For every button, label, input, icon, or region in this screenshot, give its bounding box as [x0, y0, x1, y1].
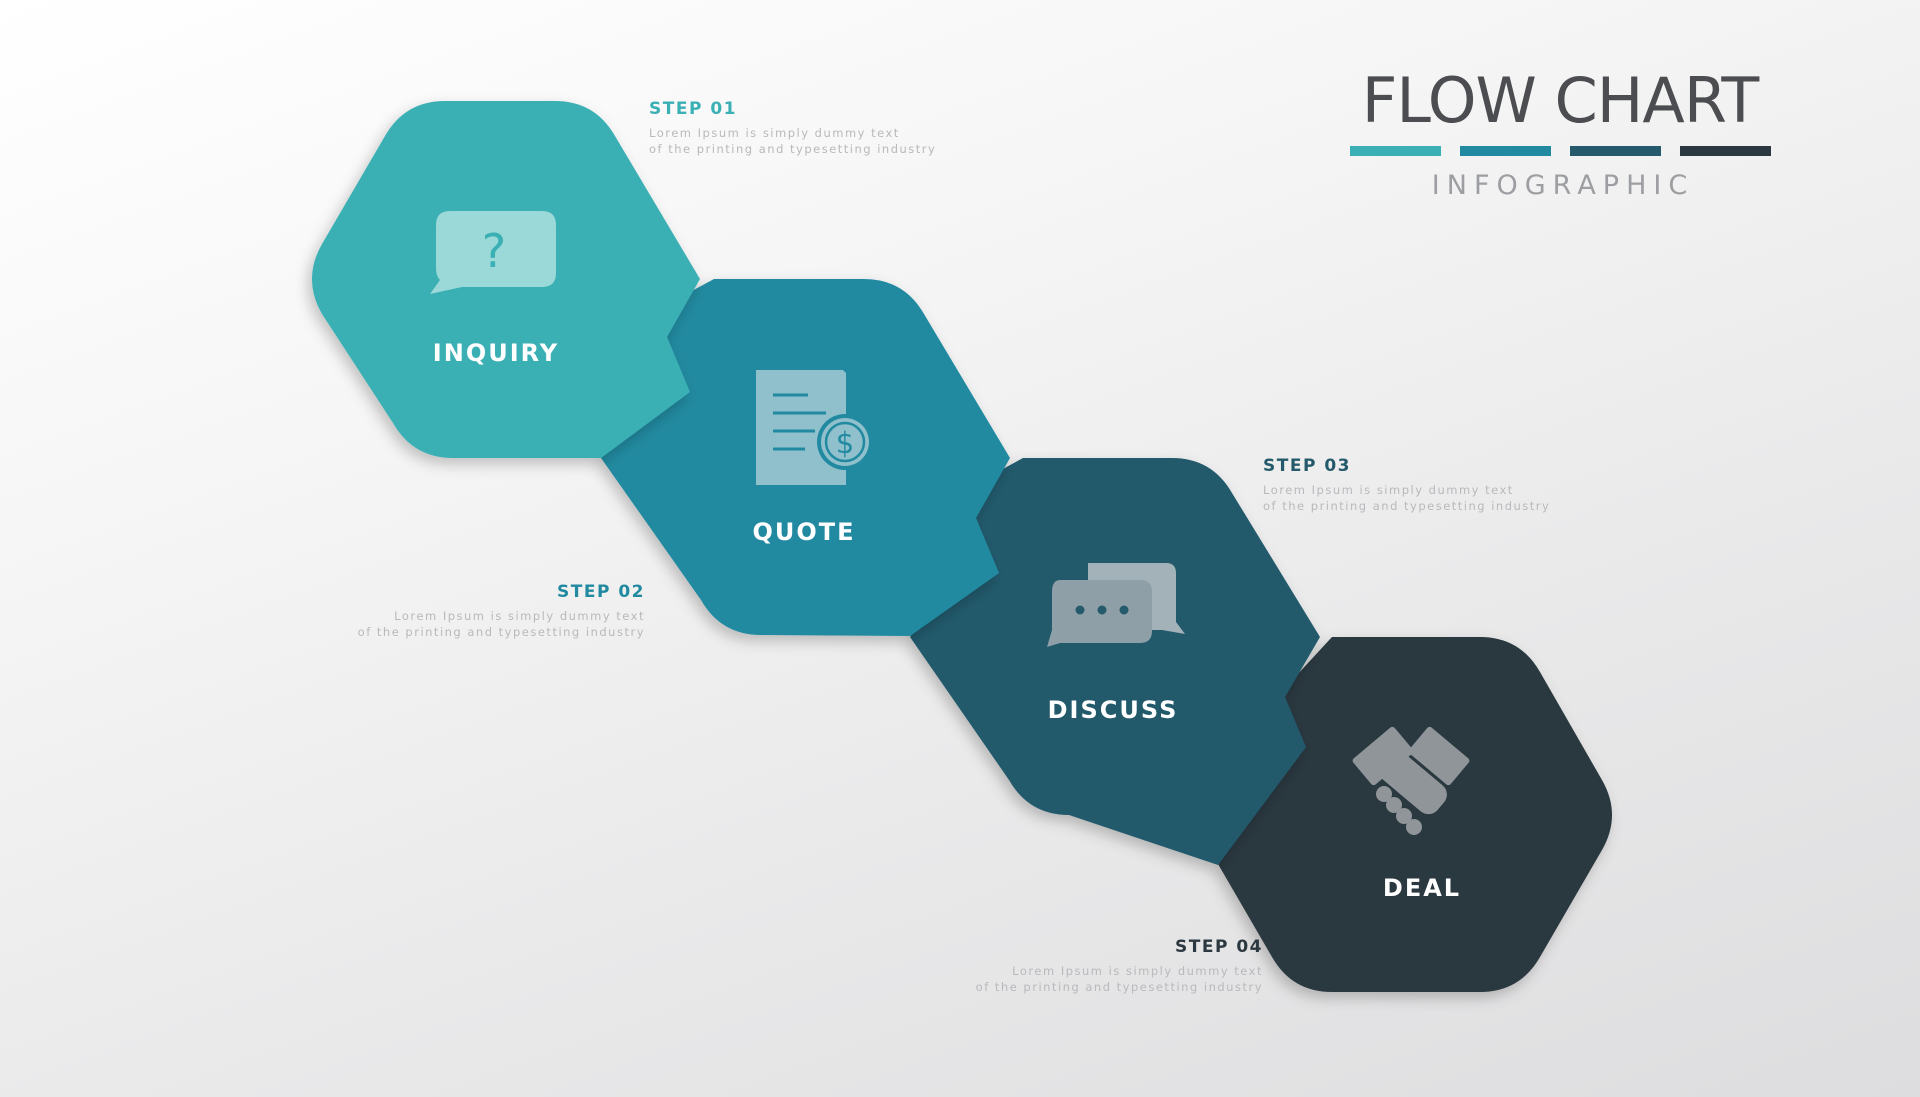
page-title: FLOW CHART: [1361, 64, 1760, 137]
svg-text:?: ?: [482, 224, 506, 278]
invoice-dollar-icon: $: [756, 370, 873, 485]
question-bubble-icon: ?: [430, 211, 556, 294]
step-2-caption: STEP 02 Lorem Ipsum is simply dummy text…: [305, 582, 645, 640]
step-4-caption: STEP 04 Lorem Ipsum is simply dummy text…: [923, 937, 1263, 995]
step-4-hexagon: [1218, 637, 1612, 992]
svg-text:$: $: [836, 426, 854, 460]
step-3-number: STEP 03: [1263, 456, 1351, 476]
step-3-node: [910, 458, 1320, 865]
step-1-desc-line1: Lorem Ipsum is simply dummy text: [649, 126, 900, 140]
title-bar-4: [1679, 146, 1771, 156]
title-block: FLOW CHART INFOGRAPHIC: [1340, 64, 1780, 201]
title-color-bars: [1340, 146, 1780, 156]
step-4-desc-line1: Lorem Ipsum is simply dummy text: [1012, 964, 1263, 978]
step-3-desc-line2: of the printing and typesetting industry: [1263, 499, 1551, 513]
chat-bubbles-icon: [1047, 563, 1185, 647]
title-bar-3: [1569, 146, 1661, 156]
step-3-name: DISCUSS: [1048, 696, 1179, 724]
step-4-name: DEAL: [1383, 874, 1461, 902]
step-1-caption: STEP 01 Lorem Ipsum is simply dummy text…: [649, 99, 989, 157]
step-1-desc-line2: of the printing and typesetting industry: [649, 142, 937, 156]
step-3-hexagon: [910, 458, 1320, 865]
step-1-name: INQUIRY: [433, 339, 559, 367]
step-4-node: [1218, 637, 1612, 992]
title-bar-2: [1459, 146, 1551, 156]
step-2-desc-line1: Lorem Ipsum is simply dummy text: [394, 609, 645, 623]
step-4-number: STEP 04: [1175, 937, 1263, 957]
step-1-number: STEP 01: [649, 99, 737, 119]
title-bar-1: [1349, 146, 1441, 156]
step-3-desc-line1: Lorem Ipsum is simply dummy text: [1263, 483, 1514, 497]
handshake-icon: [1352, 726, 1470, 835]
step-2-name: QUOTE: [752, 518, 855, 546]
step-2-desc-line2: of the printing and typesetting industry: [357, 625, 645, 639]
page-subtitle: INFOGRAPHIC: [1431, 170, 1695, 201]
step-4-desc-line2: of the printing and typesetting industry: [975, 980, 1263, 994]
step-3-caption: STEP 03 Lorem Ipsum is simply dummy text…: [1263, 456, 1603, 514]
step-2-number: STEP 02: [557, 582, 645, 602]
